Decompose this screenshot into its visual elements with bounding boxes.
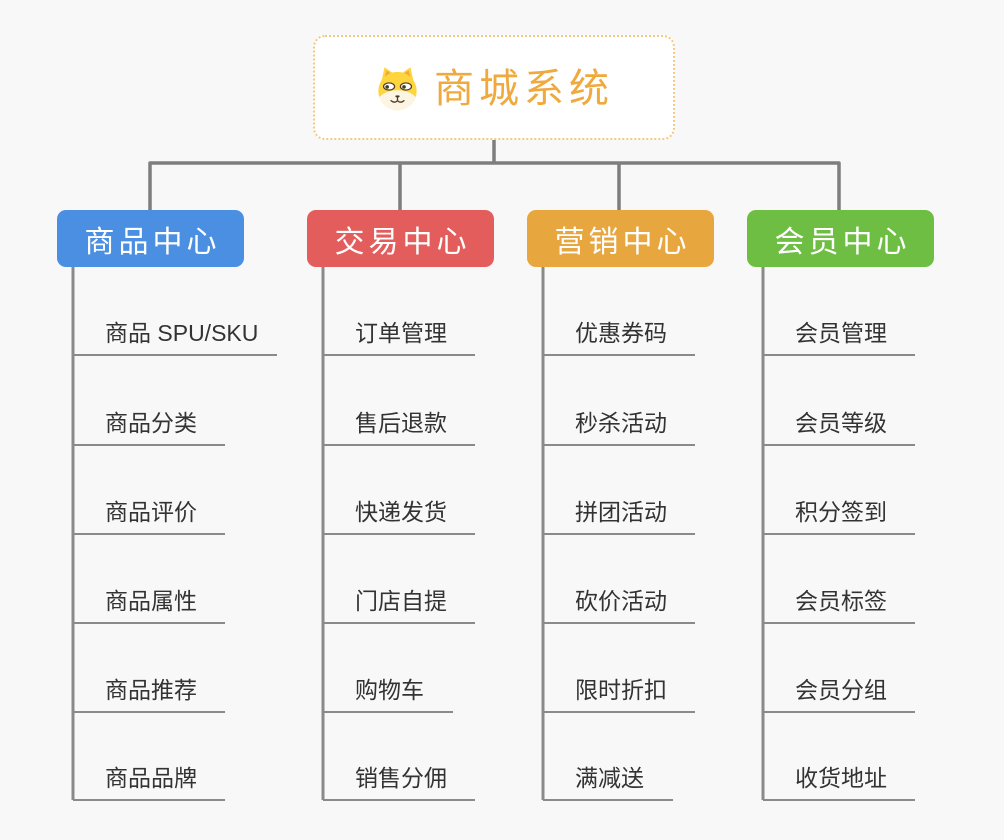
- leaf-item[interactable]: 收货地址: [763, 763, 915, 801]
- leaf-item[interactable]: 积分签到: [763, 497, 915, 535]
- leaf-item[interactable]: 商品属性: [73, 586, 225, 624]
- root-node[interactable]: 商城系统: [313, 35, 675, 140]
- leaf-item[interactable]: 门店自提: [323, 586, 475, 624]
- leaf-item[interactable]: 订单管理: [323, 318, 475, 356]
- leaf-item[interactable]: 会员标签: [763, 586, 915, 624]
- leaf-item[interactable]: 销售分佣: [323, 763, 475, 801]
- leaf-item[interactable]: 商品品牌: [73, 763, 225, 801]
- shiba-dog-icon: [374, 65, 421, 111]
- branch-trade-center[interactable]: 交易中心: [307, 210, 494, 267]
- leaf-item[interactable]: 商品分类: [73, 408, 225, 446]
- leaf-item[interactable]: 商品推荐: [73, 675, 225, 713]
- leaf-item[interactable]: 砍价活动: [543, 586, 695, 624]
- leaf-item[interactable]: 商品 SPU/SKU: [73, 318, 277, 356]
- leaf-item[interactable]: 秒杀活动: [543, 408, 695, 446]
- leaf-item[interactable]: 限时折扣: [543, 675, 695, 713]
- leaf-item[interactable]: 会员等级: [763, 408, 915, 446]
- root-title: 商城系统: [434, 66, 614, 111]
- branch-marketing-center[interactable]: 营销中心: [527, 210, 714, 267]
- leaf-item[interactable]: 购物车: [323, 675, 453, 713]
- leaf-item[interactable]: 拼团活动: [543, 497, 695, 535]
- branch-product-center[interactable]: 商品中心: [57, 210, 244, 267]
- branch-member-center[interactable]: 会员中心: [747, 210, 934, 267]
- leaf-item[interactable]: 售后退款: [323, 408, 475, 446]
- leaf-item[interactable]: 满减送: [543, 763, 673, 801]
- leaf-item[interactable]: 优惠券码: [543, 318, 695, 356]
- leaf-item[interactable]: 快递发货: [323, 497, 475, 535]
- leaf-item[interactable]: 会员分组: [763, 675, 915, 713]
- leaf-item[interactable]: 商品评价: [73, 497, 225, 535]
- leaf-item[interactable]: 会员管理: [763, 318, 915, 356]
